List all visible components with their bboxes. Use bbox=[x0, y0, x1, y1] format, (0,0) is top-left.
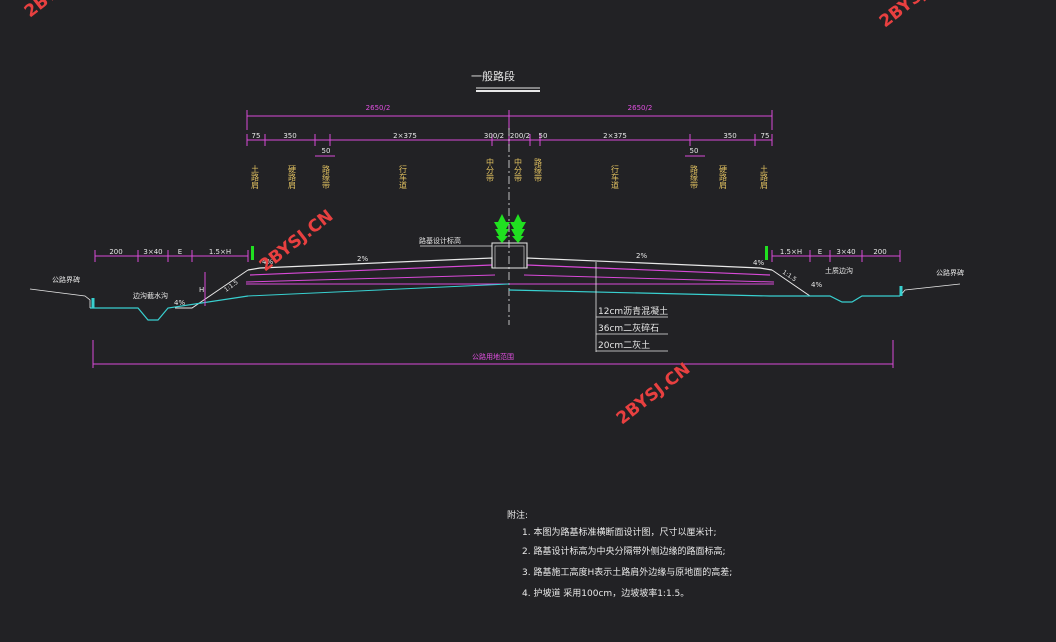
right-dim-200: 200 bbox=[873, 248, 886, 256]
slope-right-shoulder: 4% bbox=[753, 259, 764, 267]
slope-right-lane: 2% bbox=[636, 252, 647, 260]
right-embankment bbox=[508, 269, 961, 303]
note-1: 1. 本图为路基标准横断面设计图，尺寸以厘米计; bbox=[522, 526, 716, 538]
dim-75-left: 75 bbox=[252, 132, 261, 140]
right-dim-1-5h: 1.5×H bbox=[780, 248, 802, 256]
land-line-right-label: 公路界碑 bbox=[936, 268, 964, 277]
right-dim-3x40: 3×40 bbox=[836, 248, 855, 256]
notes-heading: 附注: bbox=[507, 509, 528, 521]
left-h-label: H bbox=[199, 286, 204, 294]
right-slope-ratio: 1:1.5 bbox=[781, 269, 798, 284]
dim-50-mid: 50 bbox=[539, 132, 548, 140]
watermark-3: 2BYSJ.CN bbox=[876, 0, 958, 32]
total-width-dimension bbox=[92, 340, 894, 368]
dim-2x375-right: 2×375 bbox=[603, 132, 627, 140]
left-dim-1-5h: 1.5×H bbox=[209, 248, 231, 256]
left-post-icon bbox=[251, 246, 254, 260]
layer-callout bbox=[595, 262, 668, 352]
vlabel-4: 中分带 bbox=[486, 157, 495, 183]
vlabel-10: 土路肩 bbox=[760, 164, 769, 190]
vertical-labels: 土路肩 硬路肩 路缘带 行车道 中分带 中分带 路缘带 行车道 路缘带 硬路肩 … bbox=[251, 157, 769, 190]
dim-50-right: 50 bbox=[690, 147, 699, 155]
vlabel-7: 行车道 bbox=[611, 164, 620, 190]
left-dim-200: 200 bbox=[109, 248, 122, 256]
right-side-dimension bbox=[771, 250, 901, 262]
layer-1: 12cm沥青混凝土 bbox=[598, 305, 668, 317]
vlabel-1: 硬路肩 bbox=[288, 165, 297, 190]
layer-3: 20cm二灰土 bbox=[598, 339, 650, 351]
ditch-left-label: 边沟截水沟 bbox=[133, 291, 168, 300]
slope-left-shoulder: 4% bbox=[262, 258, 273, 266]
pavement bbox=[245, 257, 775, 285]
note-3: 3. 路基施工高度H表示土路肩外边缘与原地面的高差; bbox=[522, 566, 732, 578]
slope-ditch-right: 4% bbox=[811, 281, 822, 289]
left-embankment bbox=[29, 269, 510, 321]
dim-350-right: 350 bbox=[723, 132, 736, 140]
watermark-2: 2BYSJ.CN bbox=[613, 359, 695, 429]
slope-left-lane: 2% bbox=[357, 255, 368, 263]
dim-50-left: 50 bbox=[322, 147, 331, 155]
design-elevation-label: 路基设计标高 bbox=[419, 236, 461, 245]
top-dimension bbox=[246, 110, 773, 130]
left-dim-3x40: 3×40 bbox=[143, 248, 162, 256]
vlabel-3: 行车道 bbox=[399, 164, 408, 190]
vlabel-5: 中分带 bbox=[514, 157, 523, 183]
dim-left-half: 2650/2 bbox=[366, 104, 391, 112]
total-width-label: 公路用地范围 bbox=[472, 352, 514, 361]
vlabel-2: 路缘带 bbox=[322, 164, 331, 190]
ditch-right-label: 土质边沟 bbox=[825, 266, 853, 275]
drawing-title: 一般路段 bbox=[471, 69, 515, 83]
dim-300-2: 300/2 bbox=[484, 132, 504, 140]
layer-2: 36cm二灰碎石 bbox=[598, 322, 659, 334]
dim-right-half: 2650/2 bbox=[628, 104, 653, 112]
dim-200-2: 200/2 bbox=[510, 132, 530, 140]
left-slope-ratio: 1:1.5 bbox=[223, 279, 240, 294]
watermark-4: 2BY bbox=[21, 0, 62, 22]
note-4: 4. 护坡道 采用100cm，边坡坡率1:1.5。 bbox=[522, 587, 689, 599]
tree-icon bbox=[494, 214, 526, 243]
vlabel-6: 路缘带 bbox=[534, 157, 543, 183]
slope-ditch-left: 4% bbox=[174, 299, 185, 307]
dim-350-left: 350 bbox=[283, 132, 296, 140]
dim-2x375-left: 2×375 bbox=[393, 132, 417, 140]
vlabel-9: 硬路肩 bbox=[719, 165, 728, 190]
vlabel-0: 土路肩 bbox=[251, 164, 260, 190]
left-side-dimension bbox=[94, 250, 249, 262]
land-line-left-label: 公路界碑 bbox=[52, 275, 80, 284]
vlabel-8: 路缘带 bbox=[690, 164, 699, 190]
left-dim-e: E bbox=[178, 248, 182, 256]
right-post-icon bbox=[765, 246, 768, 260]
right-dim-e: E bbox=[818, 248, 822, 256]
note-2: 2. 路基设计标高为中央分隔带外侧边缘的路面标高; bbox=[522, 545, 725, 557]
median bbox=[491, 242, 528, 269]
dim-75-right: 75 bbox=[761, 132, 770, 140]
